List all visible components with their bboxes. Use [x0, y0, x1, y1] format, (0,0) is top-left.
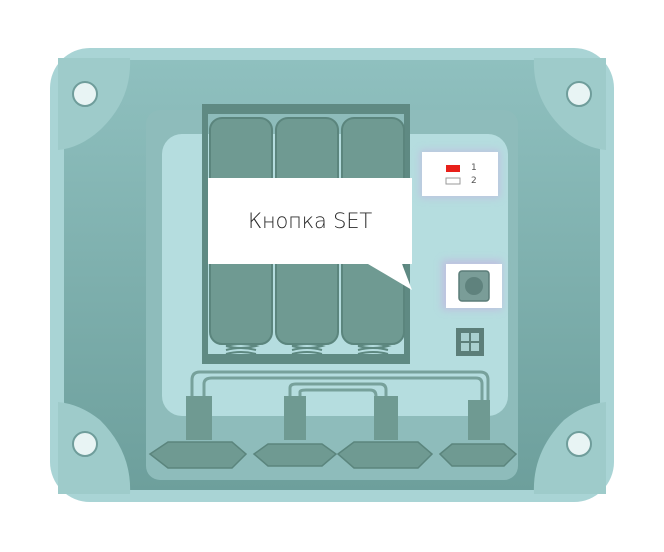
corner-boss-top-left: [58, 58, 131, 150]
cables: [190, 370, 490, 410]
mounting-hole-icon: [72, 81, 592, 457]
battery-spring: [225, 343, 392, 355]
callout-label: Кнопка SET: [248, 209, 372, 233]
terminal-block-icon: [456, 328, 484, 356]
connector-icon: [148, 396, 518, 469]
battery-holder: [202, 104, 410, 364]
tactile-button-icon: [458, 270, 490, 302]
dip-switch-slot-inactive: [445, 177, 461, 185]
dip-switch-label-1: 1: [471, 163, 477, 173]
dip-switch-panel: [422, 152, 498, 196]
dip-switch-led-active: [446, 165, 460, 172]
dip-switch-label-2: 2: [471, 176, 477, 186]
callout-bubble: [208, 178, 412, 290]
corner-boss-top-right: [533, 58, 606, 150]
dip-switch-icon: [445, 165, 461, 185]
